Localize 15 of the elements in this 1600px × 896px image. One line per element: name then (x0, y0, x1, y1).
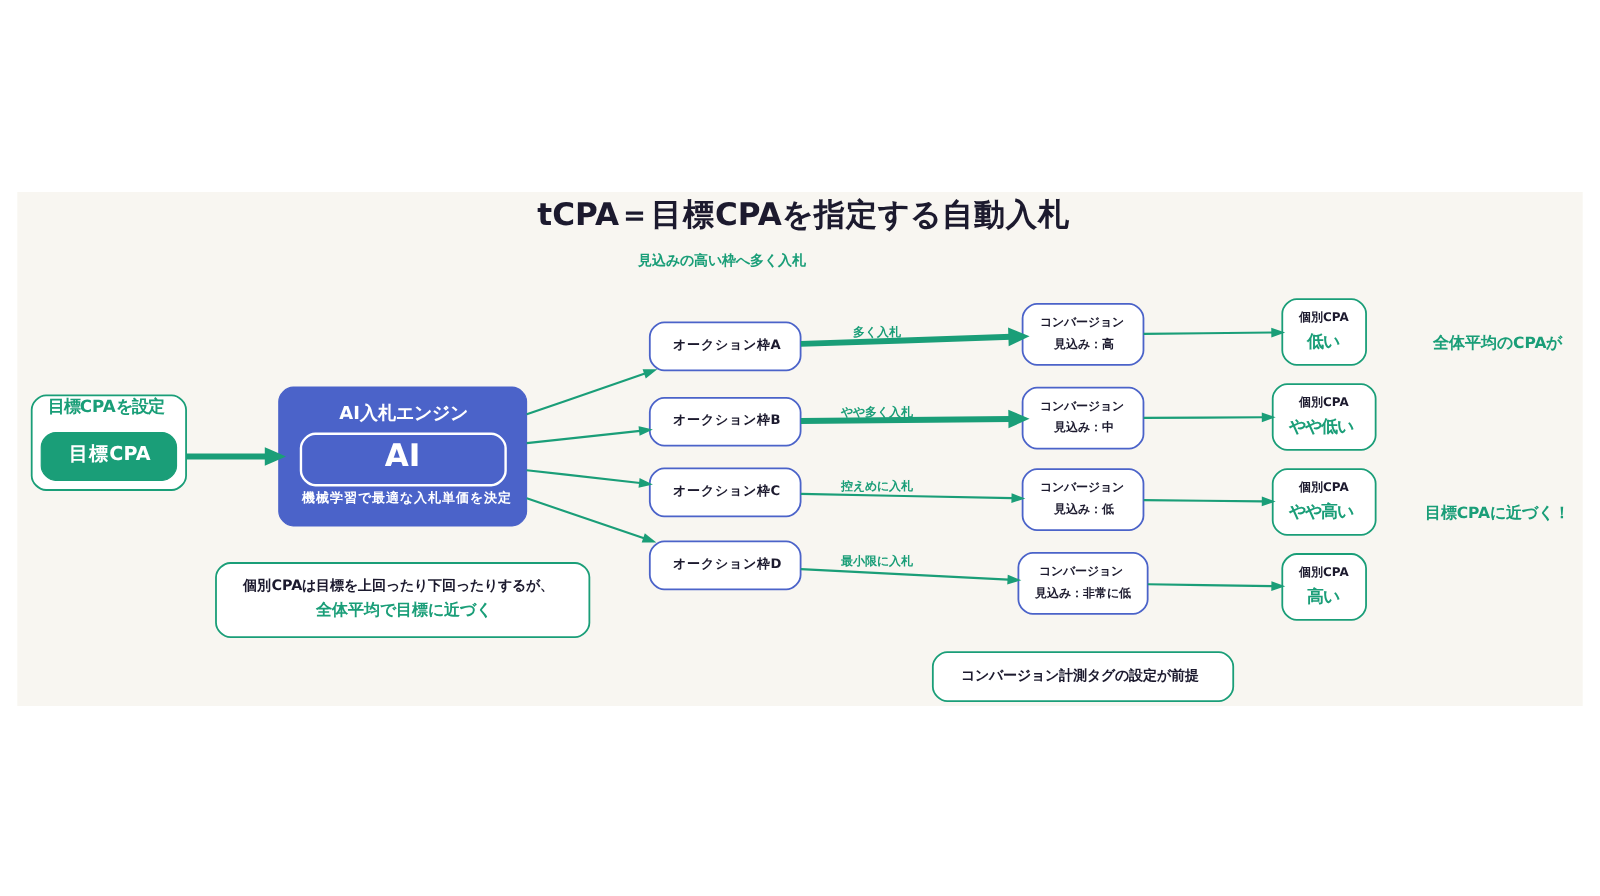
arrow (526, 468, 653, 487)
arrow (800, 326, 1030, 346)
arrow (1147, 580, 1286, 590)
arrow (1143, 411, 1276, 422)
arrow (1143, 495, 1276, 506)
arrow (800, 408, 1030, 428)
node-box: 目標CPA (40, 430, 178, 480)
arrow (526, 425, 653, 444)
arrow (1143, 326, 1286, 337)
arrow (186, 446, 286, 465)
arrow (800, 491, 1026, 502)
arrow (526, 496, 657, 542)
arrow (526, 368, 658, 415)
diagram-title: tCPA＝目標CPAを指定する自動入札 (537, 196, 1070, 233)
arrow (800, 567, 1022, 584)
